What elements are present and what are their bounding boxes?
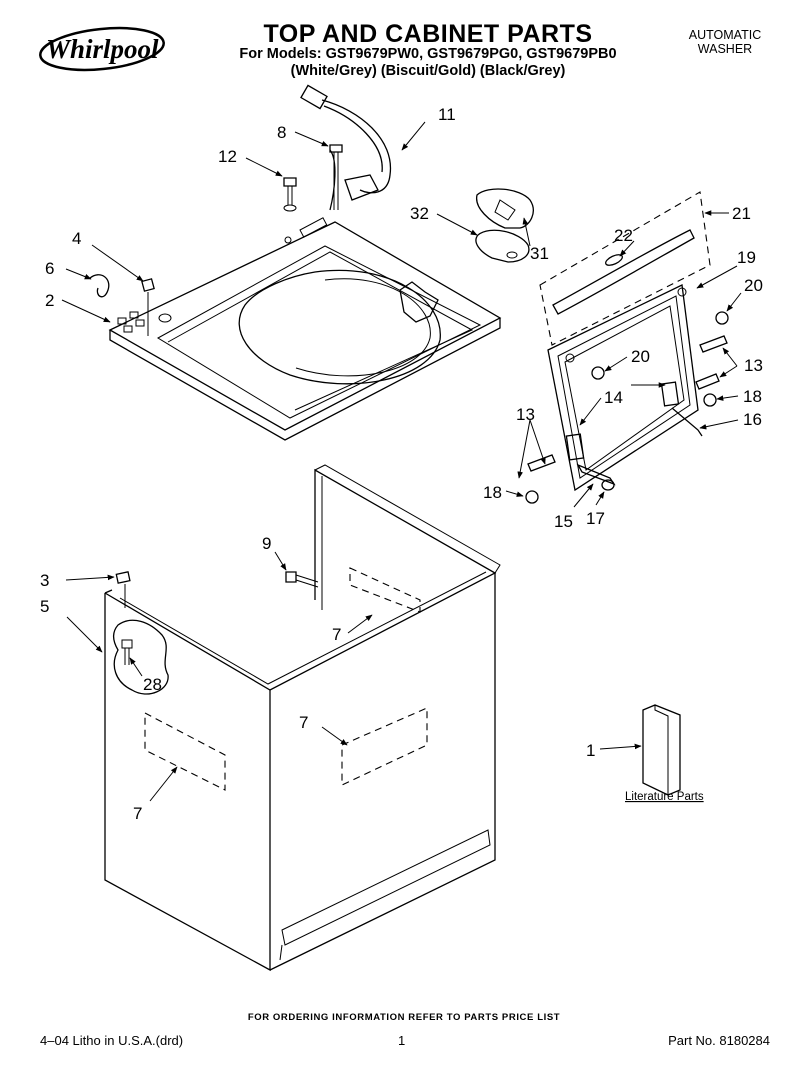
callout-14: 14 [604,388,623,407]
callout-13b: 13 [516,405,535,424]
screw-12 [283,177,297,212]
callout-2: 2 [45,291,54,310]
callout-7b: 7 [299,713,308,732]
ordering-note: FOR ORDERING INFORMATION REFER TO PARTS … [247,1012,561,1023]
callout-21: 21 [732,204,751,223]
clip-6 [89,274,110,298]
callout-3: 3 [40,571,49,590]
washer-top [108,217,502,441]
bumpers-20 [591,311,729,380]
callout-4: 4 [72,229,81,248]
callout-15: 15 [554,512,573,531]
literature-parts-book [642,704,681,796]
page-title: TOP AND CABINET PARTS [263,20,593,48]
callout-12: 12 [218,147,237,166]
hinge-14 [565,381,680,461]
callout-16: 16 [743,410,762,429]
callout-9: 9 [262,534,271,553]
product-line-2: WASHER [697,42,753,56]
callout-20a: 20 [744,276,763,295]
callout-1: 1 [586,741,595,760]
callout-28: 28 [143,675,162,694]
callout-11: 11 [438,105,456,124]
callout-leaders [61,121,742,802]
color-variants: (White/Grey) (Biscuit/Gold) (Black/Grey) [290,63,566,79]
callout-13a: 13 [744,356,763,375]
callout-18a: 18 [743,387,762,406]
bleach-cap [476,188,534,229]
callout-7a: 7 [332,625,341,644]
brand-name: Whirlpool [46,34,159,64]
washer-lid [547,284,699,492]
part-number: Part No. 8180284 [668,1033,770,1048]
callout-32: 32 [410,204,429,223]
screw-9 [285,571,319,588]
callout-17: 17 [586,509,605,528]
callout-31: 31 [530,244,549,263]
callout-5: 5 [40,597,49,616]
model-list: For Models: GST9679PW0, GST9679PG0, GST9… [239,46,617,62]
switch-harness [300,84,392,211]
product-line-1: AUTOMATIC [688,28,762,42]
clip-3 [115,571,131,608]
callout-6: 6 [45,259,54,278]
bumper-17 [601,479,615,491]
screw-8 [329,144,343,210]
callout-7c: 7 [133,804,142,823]
callout-numbers: 11 8 12 4 6 2 32 31 21 22 19 20 20 13 14… [40,105,763,823]
bleach-funnel [475,229,530,263]
whirlpool-logo: Whirlpool [39,26,165,72]
callout-19: 19 [737,248,756,267]
callout-8: 8 [277,123,286,142]
product-type: AUTOMATIC WASHER [660,28,790,56]
washer-cabinet [104,464,501,972]
callout-22: 22 [614,226,633,245]
literature-parts-label: Literature Parts [625,791,704,803]
callout-18b: 18 [483,483,502,502]
page-number: 1 [398,1033,406,1048]
litho-code: 4–04 Litho in U.S.A.(drd) [40,1033,184,1048]
clip-4 [141,278,155,336]
callout-20b: 20 [631,347,650,366]
bumpers-18 [525,393,717,504]
